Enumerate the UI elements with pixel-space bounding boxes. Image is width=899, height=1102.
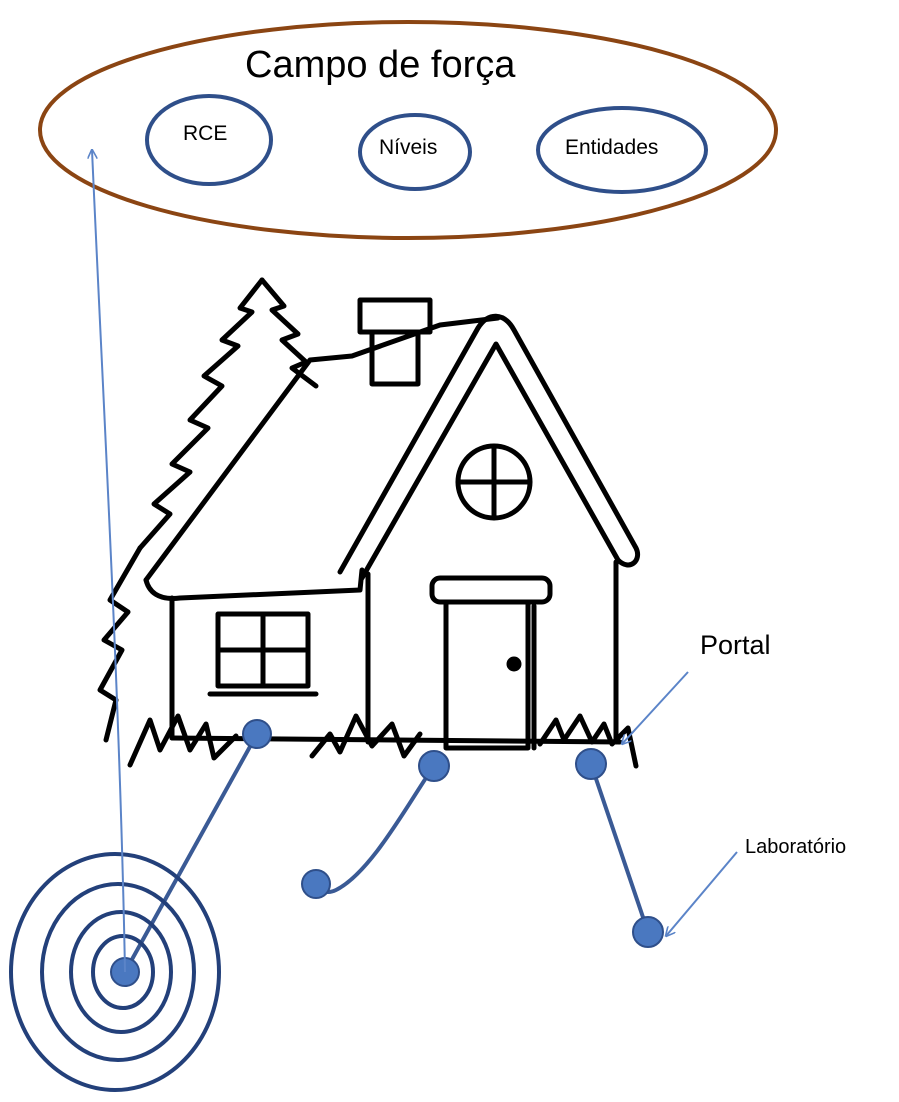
link-line-target [123, 733, 259, 973]
house-drawing-icon [97, 277, 640, 769]
arrow-portal [622, 671, 689, 744]
laboratorio-label: Laboratório [745, 836, 847, 858]
node-door [418, 750, 450, 782]
node-laboratorio [632, 916, 664, 948]
node-curve-end [301, 869, 331, 899]
force-field-title: Campo de força [245, 44, 516, 86]
rce-circle [145, 94, 273, 186]
node-window [242, 719, 272, 749]
niveis-circle [358, 113, 472, 191]
portal-label: Portal [700, 630, 771, 660]
arrow-laboratorio [666, 851, 738, 936]
node-portal [575, 748, 607, 780]
arrow-target-to-field [92, 150, 126, 973]
niveis-label: Níveis [379, 136, 438, 159]
entidades-label: Entidades [565, 136, 659, 159]
link-line-lab [589, 763, 650, 933]
concentric-target-icon [9, 852, 221, 1092]
tree-icon [137, 277, 265, 551]
link-line-curve [314, 764, 436, 894]
rce-label: RCE [183, 122, 228, 145]
entidades-circle [536, 106, 708, 194]
force-field-ellipse [38, 20, 778, 240]
